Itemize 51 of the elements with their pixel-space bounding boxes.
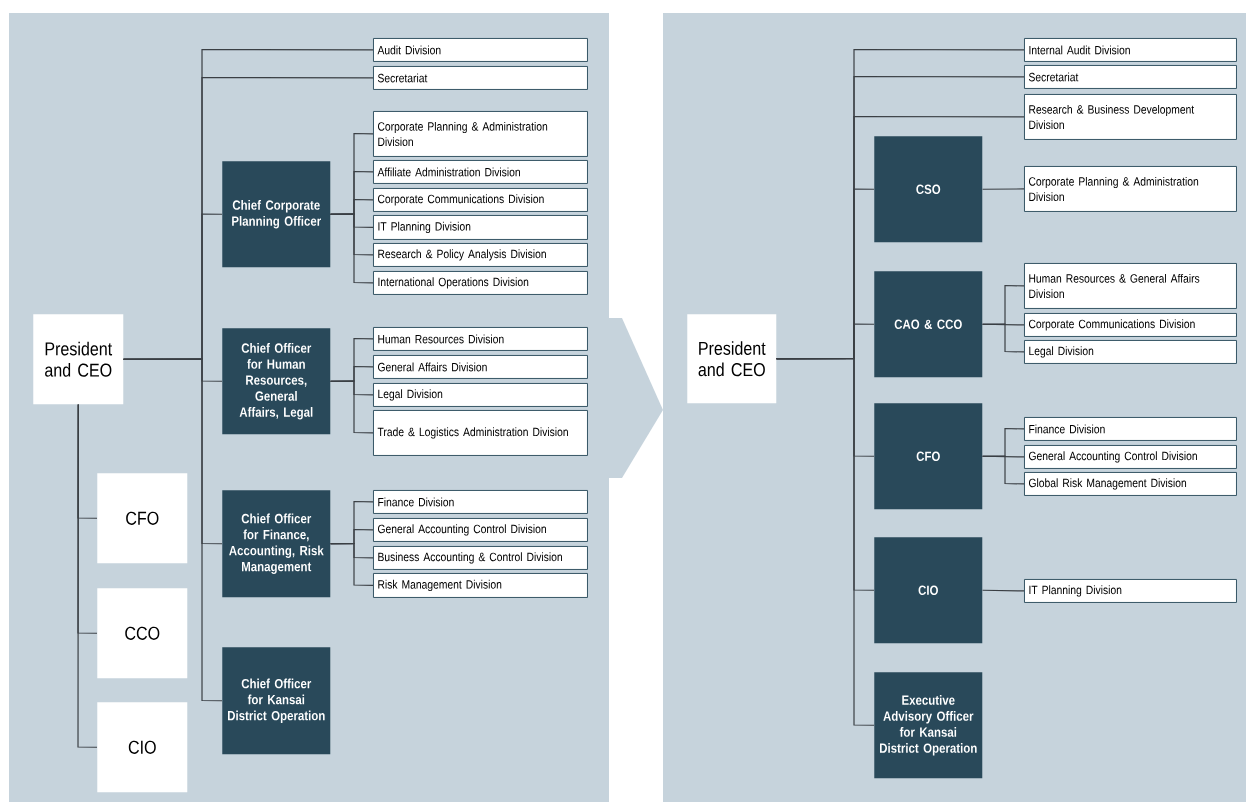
division-box: Research & Policy Analysis Division <box>373 243 588 267</box>
division-box: Human Resources & General Affairs Division <box>1024 263 1237 309</box>
connector-line <box>981 323 1025 353</box>
officer-box: Chief Officer for Kansai District Operation <box>222 647 331 755</box>
division-box: Human Resources Division <box>373 327 588 351</box>
connector-line <box>981 455 1025 485</box>
division-box: Legal Division <box>1024 340 1237 364</box>
officer-box: CFO <box>97 473 188 564</box>
connector-line <box>329 380 374 434</box>
division-box: Legal Division <box>373 383 588 407</box>
connector-line <box>329 542 374 587</box>
division-box: International Operations Division <box>373 271 588 295</box>
division-box: General Accounting Control Division <box>373 518 588 542</box>
connector-line <box>981 188 1025 190</box>
division-box: General Affairs Division <box>373 355 588 379</box>
executive-box: President and CEO <box>687 314 777 404</box>
officer-box: Chief Corporate Planning Officer <box>222 161 331 268</box>
division-box: Risk Management Division <box>373 573 588 598</box>
division-box: IT Planning Division <box>373 215 588 240</box>
division-box: Trade & Logistics Administration Division <box>373 410 588 456</box>
officer-box: CIO <box>97 702 188 793</box>
connector-line <box>122 358 223 702</box>
division-box: IT Planning Division <box>1024 579 1237 603</box>
division-box: Internal Audit Division <box>1024 38 1237 62</box>
division-box: Research & Business Development Division <box>1024 94 1237 140</box>
division-box: Audit Division <box>373 38 588 62</box>
officer-box: CSO <box>874 136 983 243</box>
officer-box: CFO <box>874 403 983 510</box>
connector-line <box>981 589 1025 592</box>
executive-box: President and CEO <box>33 314 124 405</box>
division-box: Corporate Planning & Administration Division <box>1024 166 1237 212</box>
division-box: Secretariat <box>373 66 588 90</box>
division-box: Global Risk Management Division <box>1024 472 1237 496</box>
division-box: Corporate Communications Division <box>373 188 588 212</box>
officer-box: CAO & CCO <box>874 271 983 378</box>
division-box: Secretariat <box>1024 65 1237 89</box>
connector-line <box>775 357 875 726</box>
officer-box: Chief Officer for Human Resources, General Affairs, Legal <box>222 328 331 435</box>
division-box: Finance Division <box>373 490 588 514</box>
division-box: Corporate Planning & Administration Division <box>373 111 588 157</box>
division-box: Affiliate Administration Division <box>373 160 588 184</box>
officer-box: CIO <box>874 537 983 644</box>
division-box: Corporate Communications Division <box>1024 313 1237 337</box>
officer-box: Chief Officer for Finance, Accounting, Risk Management <box>222 490 331 598</box>
officer-box: Executive Advisory Officer for Kansai District Operation <box>874 672 983 779</box>
connector-line <box>77 403 98 748</box>
officer-box: CCO <box>97 588 188 679</box>
division-box: Business Accounting & Control Division <box>373 546 588 570</box>
connector-line <box>329 213 374 284</box>
division-box: Finance Division <box>1024 417 1237 441</box>
division-box: General Accounting Control Division <box>1024 445 1237 469</box>
